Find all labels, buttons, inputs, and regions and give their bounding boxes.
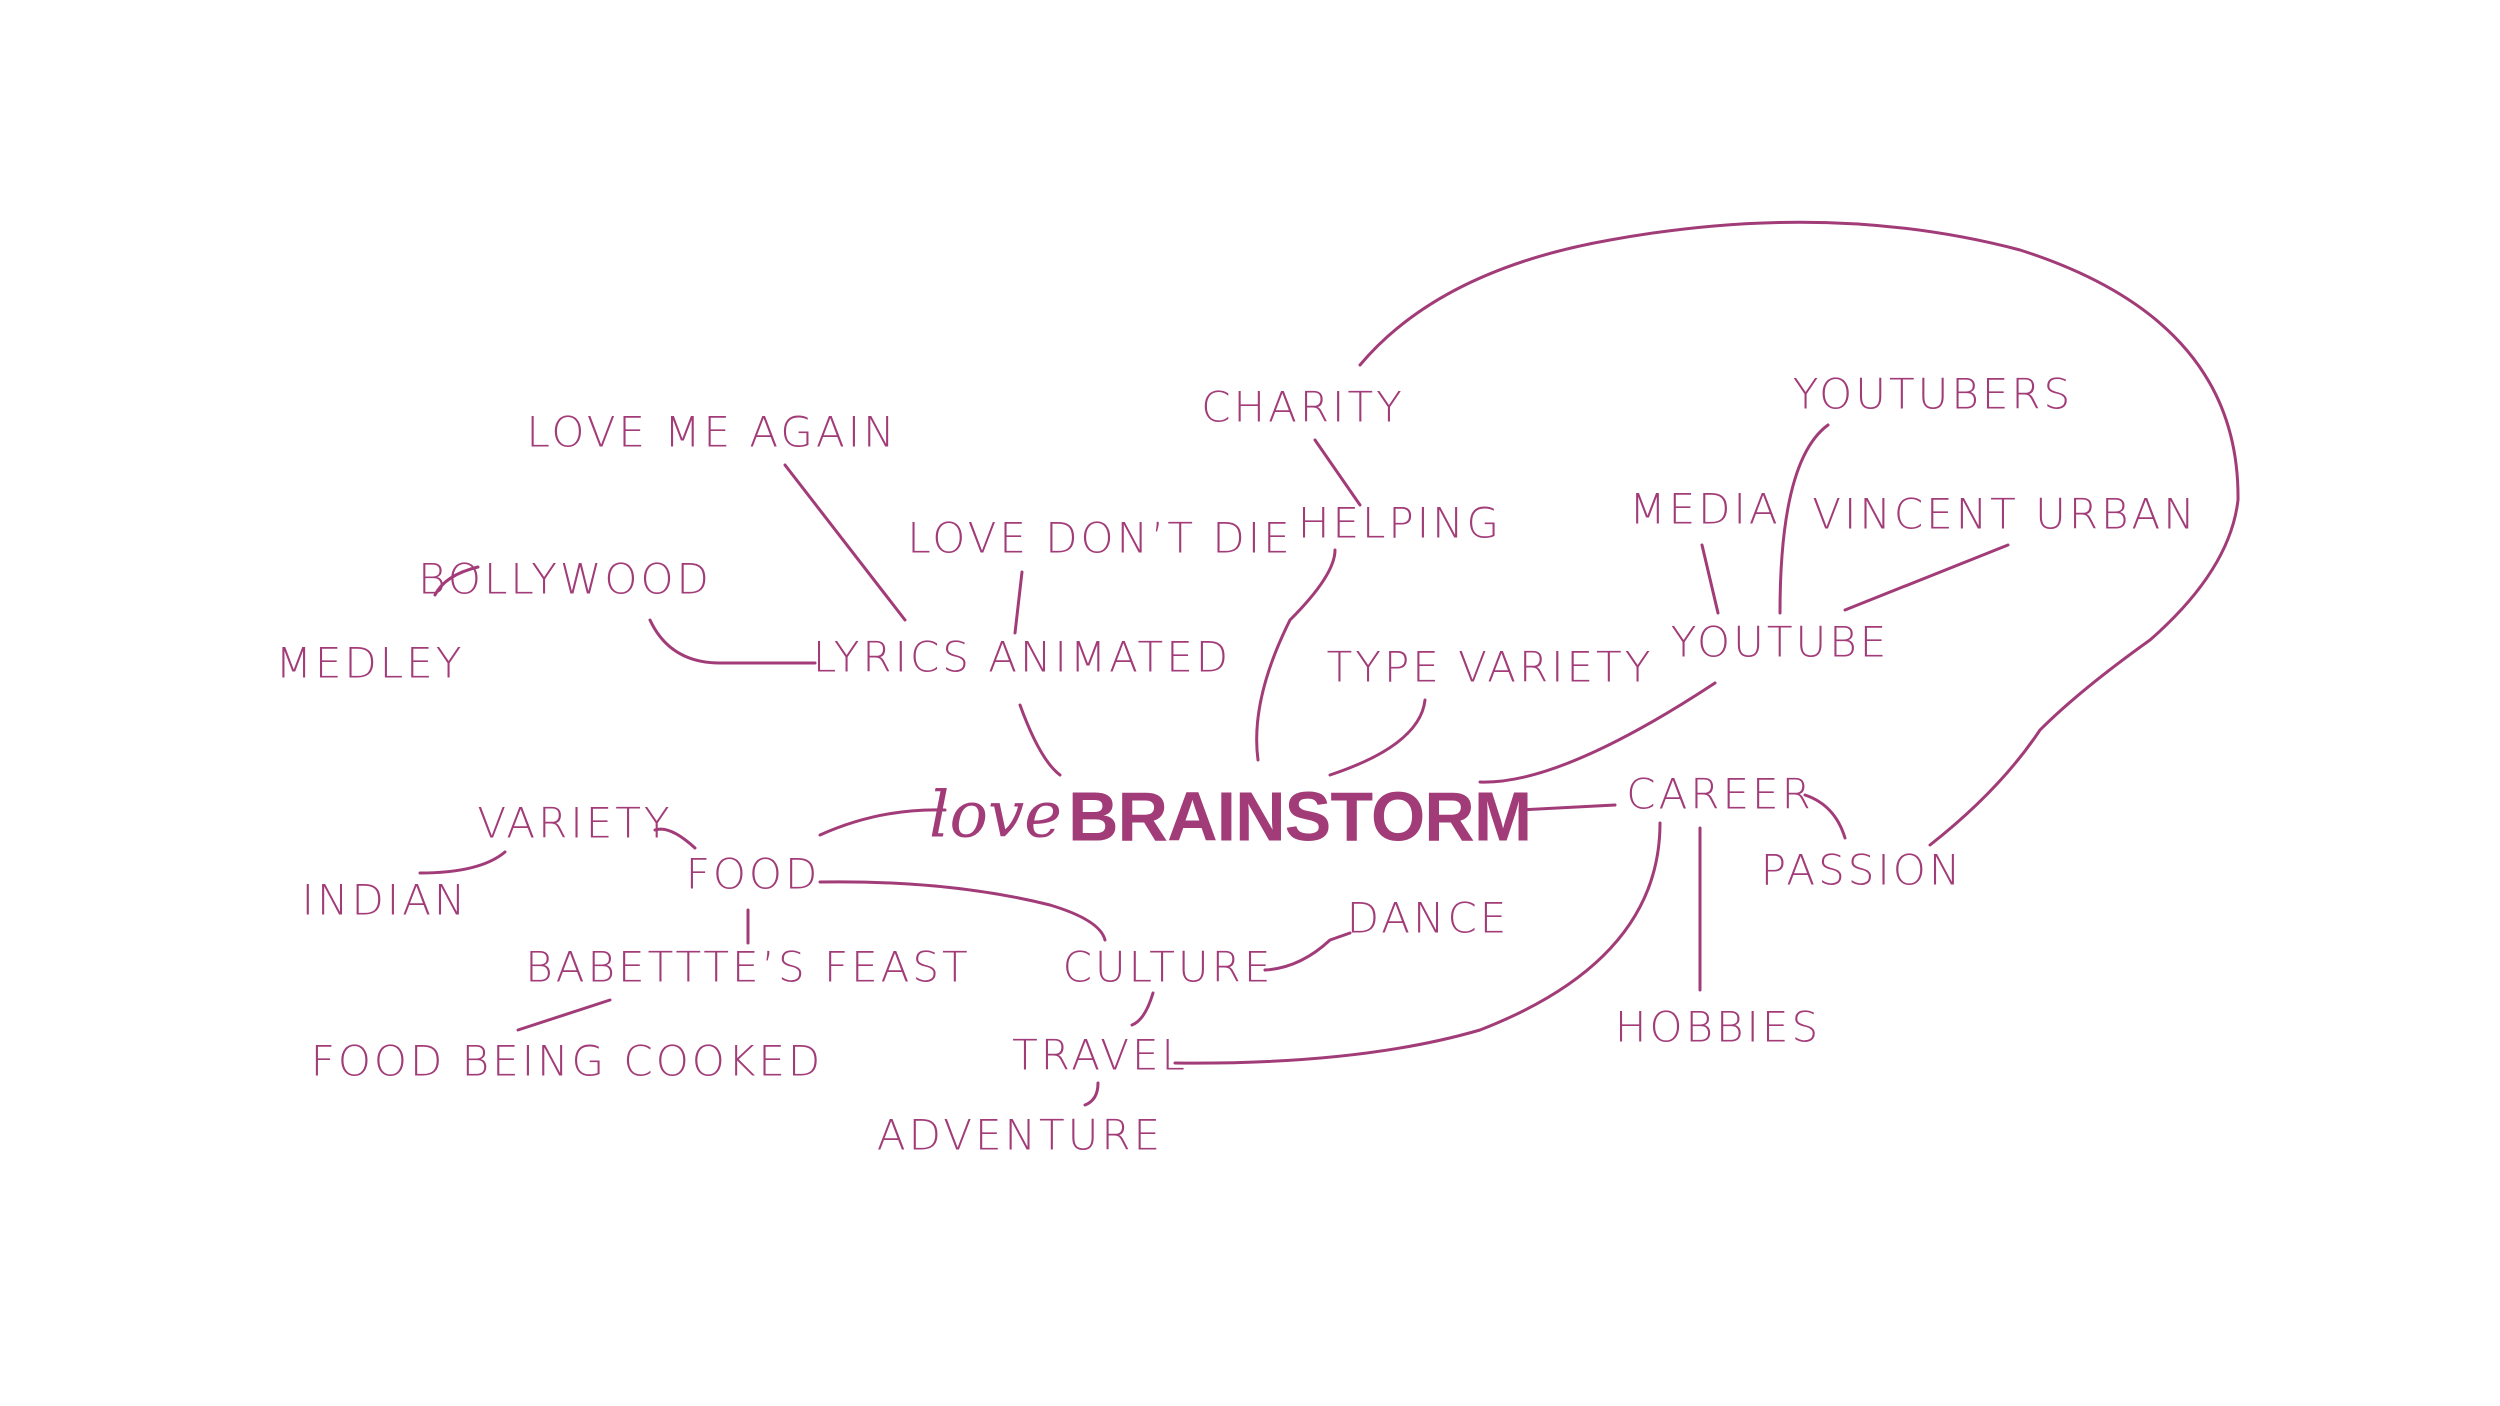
link-center-helping bbox=[1255, 548, 1337, 762]
node-type-variety: TYPE VARIETY bbox=[1327, 643, 1654, 692]
node-labels: LOVE ME AGAIN CHARITY YOUTUBERS LOVE DON… bbox=[276, 370, 2197, 1160]
link-center-food bbox=[818, 808, 947, 837]
title-main: BRAINSTORM bbox=[1068, 777, 1531, 855]
node-food-being-cooked: FOOD BEING COOKED bbox=[311, 1037, 824, 1086]
node-lyrics-animated: LYRICS ANIMATED bbox=[813, 633, 1231, 682]
node-charity: CHARITY bbox=[1201, 383, 1405, 432]
link-food-variety bbox=[653, 827, 697, 850]
node-passion: PASSION bbox=[1761, 846, 1964, 895]
node-bollywood: BOLLYWOOD bbox=[418, 555, 712, 604]
node-youtubers: YOUTUBERS bbox=[1793, 370, 2073, 419]
link-culture-dance bbox=[1263, 931, 1352, 972]
node-youtube: YOUTUBE bbox=[1671, 618, 1890, 667]
link-variety-indian bbox=[418, 850, 507, 875]
link-center-type-variety bbox=[1328, 698, 1427, 777]
node-helping: HELPING bbox=[1298, 499, 1502, 548]
link-lyrics-bollywood bbox=[648, 618, 817, 665]
node-love-dont-die: LOVE DON’T DIE bbox=[907, 514, 1292, 563]
link-bollywood-medley bbox=[433, 565, 480, 597]
node-food: FOOD bbox=[686, 850, 821, 899]
node-media: MEDIA bbox=[1629, 485, 1780, 534]
link-lyrics-love-me-again bbox=[783, 463, 907, 622]
node-hobbies: HOBBIES bbox=[1615, 1003, 1821, 1052]
node-variety: VARIETY bbox=[477, 799, 672, 848]
node-vincent-urban: VINCENT URBAN bbox=[1812, 490, 2197, 539]
link-lyrics-love-dont-die bbox=[1013, 570, 1024, 635]
link-culture-travel bbox=[1130, 991, 1155, 1027]
node-love-me-again: LOVE ME AGAIN bbox=[526, 408, 897, 457]
link-center-youtube bbox=[1478, 681, 1717, 784]
link-center-career bbox=[1518, 803, 1617, 812]
node-career: CAREER bbox=[1626, 770, 1814, 819]
link-travel-adventure bbox=[1083, 1081, 1100, 1107]
link-youtube-vincent bbox=[1843, 543, 2010, 612]
title-script: love bbox=[929, 779, 1062, 853]
node-adventure: ADVENTURE bbox=[877, 1111, 1163, 1160]
node-babettes-feast: BABETTTE’S FEAST bbox=[525, 943, 970, 992]
link-passion-charity-loop bbox=[1358, 220, 2240, 847]
link-food-culture bbox=[818, 880, 1107, 942]
node-culture: CULTURE bbox=[1063, 943, 1274, 992]
link-career-passion bbox=[1803, 793, 1847, 840]
link-career-travel bbox=[1173, 821, 1662, 1065]
node-medley: MEDLEY bbox=[276, 639, 465, 688]
center-title: love BRAINSTORM bbox=[929, 777, 1532, 855]
connector-lines bbox=[418, 220, 2240, 1107]
link-center-lyrics bbox=[1018, 703, 1062, 777]
link-youtube-youtubers bbox=[1778, 423, 1830, 615]
link-babettes-food-cooked bbox=[516, 998, 612, 1032]
node-dance: DANCE bbox=[1347, 894, 1510, 943]
node-indian: INDIAN bbox=[302, 876, 469, 925]
node-travel: TRAVEL bbox=[1012, 1031, 1188, 1080]
link-youtube-media bbox=[1700, 543, 1720, 615]
link-helping-charity bbox=[1313, 438, 1362, 507]
